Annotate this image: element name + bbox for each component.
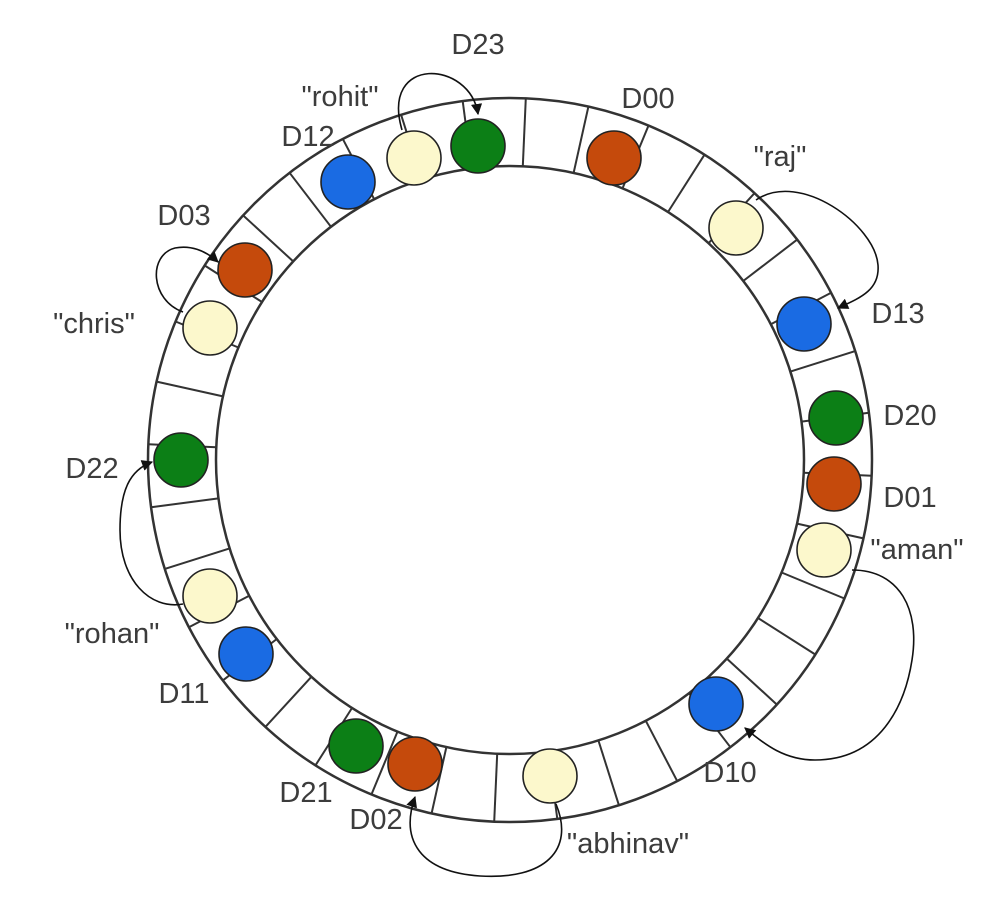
key-abhinav bbox=[522, 748, 578, 804]
ring-slot-divider bbox=[493, 753, 499, 822]
node-D12 bbox=[320, 154, 376, 210]
ring-nodes bbox=[153, 118, 864, 804]
arrow-raj-to-D13 bbox=[755, 190, 879, 309]
label-rohit: "rohit" bbox=[301, 81, 378, 113]
ring-slot-divider bbox=[164, 547, 230, 570]
ring-slot-divider bbox=[521, 98, 527, 167]
label-D00: D00 bbox=[621, 83, 674, 115]
arrow-chris-to-D03 bbox=[155, 246, 219, 313]
ring-outer-edge bbox=[146, 96, 874, 824]
node-D02 bbox=[387, 736, 443, 792]
ring-inner-edge bbox=[214, 164, 806, 756]
ring-slot-divider bbox=[242, 214, 294, 263]
arrow-rohan-to-D22 bbox=[119, 460, 184, 606]
hash-ring bbox=[146, 96, 874, 824]
ring-slot-divider bbox=[572, 106, 590, 174]
key-rohit bbox=[386, 130, 442, 186]
ring-slot-divider bbox=[288, 172, 332, 228]
node-D00 bbox=[586, 130, 642, 186]
key-rohan bbox=[182, 568, 238, 624]
key-to-node-arrows bbox=[119, 72, 915, 878]
node-D13 bbox=[776, 296, 832, 352]
ring-slot-divider bbox=[781, 571, 845, 600]
label-aman: "aman" bbox=[870, 534, 963, 566]
node-D23 bbox=[450, 118, 506, 174]
ring-slot-divider bbox=[150, 497, 219, 509]
ring-slot-divider bbox=[667, 154, 706, 213]
ring-slot-divider bbox=[370, 731, 399, 795]
arrow-aman-to-D10 bbox=[744, 569, 915, 761]
ring-slot-divider bbox=[757, 617, 816, 656]
label-D02: D02 bbox=[349, 804, 402, 836]
ring-slot-divider bbox=[430, 746, 448, 814]
ring-slot-divider bbox=[726, 657, 778, 706]
label-D10: D10 bbox=[703, 757, 756, 789]
node-D20 bbox=[808, 390, 864, 446]
label-D01: D01 bbox=[883, 482, 936, 514]
ring-slot-divider bbox=[597, 740, 620, 806]
arrow-rohit-to-D23 bbox=[397, 72, 483, 131]
label-rohan: "rohan" bbox=[65, 618, 160, 650]
node-D22 bbox=[153, 432, 209, 488]
label-abhinav: "abhinav" bbox=[567, 828, 689, 860]
label-chris: "chris" bbox=[53, 308, 135, 340]
label-D20: D20 bbox=[883, 400, 936, 432]
ring-slot-divider bbox=[264, 676, 313, 728]
key-chris bbox=[182, 300, 238, 356]
node-D11 bbox=[218, 626, 274, 682]
label-D12: D12 bbox=[281, 121, 334, 153]
arrow-abhinav-to-D02 bbox=[406, 795, 563, 878]
node-D01 bbox=[806, 456, 862, 512]
label-D22: D22 bbox=[65, 453, 118, 485]
label-raj: "raj" bbox=[754, 141, 807, 173]
label-D13: D13 bbox=[871, 298, 924, 330]
ring-slot-divider bbox=[644, 720, 679, 782]
node-D21 bbox=[328, 718, 384, 774]
node-D10 bbox=[688, 676, 744, 732]
label-D23: D23 bbox=[451, 29, 504, 61]
label-D03: D03 bbox=[157, 200, 210, 232]
ring-slot-divider bbox=[742, 238, 798, 282]
label-D21: D21 bbox=[279, 777, 332, 809]
node-D03 bbox=[217, 242, 273, 298]
key-aman bbox=[796, 522, 852, 578]
key-raj bbox=[708, 200, 764, 256]
node-labels: D23 "rohit" D12 D00 "raj" D13 D20 D01 "a… bbox=[53, 29, 963, 860]
ring-slot-divider bbox=[156, 380, 224, 398]
label-D11: D11 bbox=[158, 678, 209, 710]
ring-slot-dividers bbox=[148, 98, 872, 822]
ring-slot-divider bbox=[790, 350, 856, 373]
